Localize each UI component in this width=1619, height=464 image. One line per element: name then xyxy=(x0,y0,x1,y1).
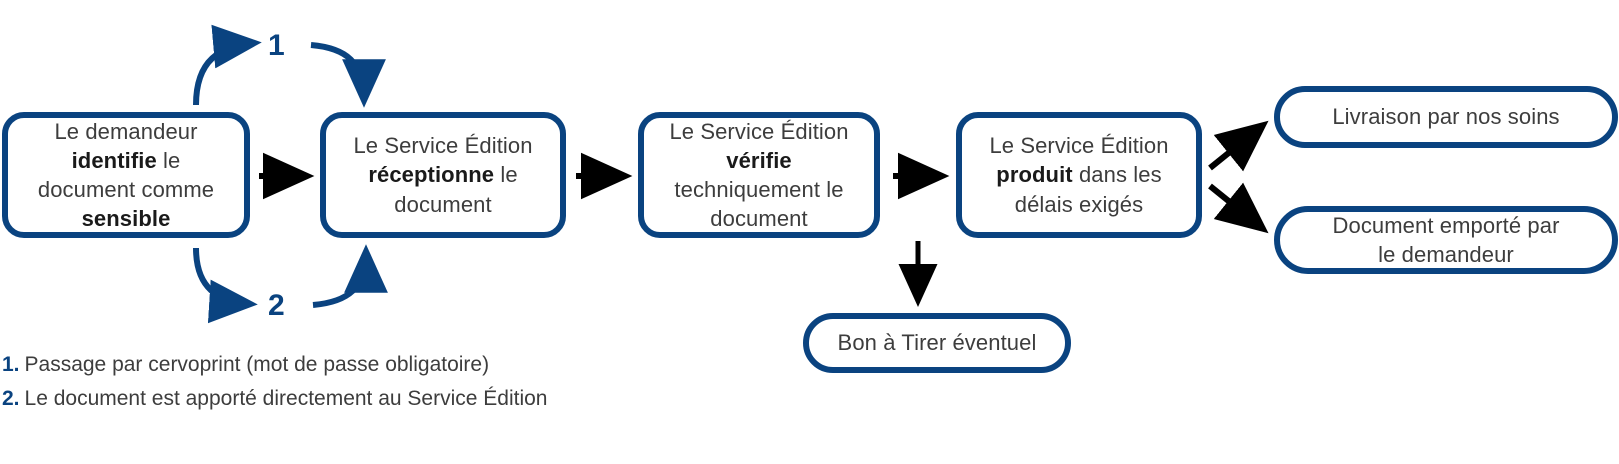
node-produit-line3: délais exigés xyxy=(1014,191,1144,217)
node-produit-line2-tail: dans les xyxy=(1072,162,1162,188)
node-bat-label: Bon à Tirer éventuel xyxy=(837,330,1037,356)
node-verifie-line3: document xyxy=(710,206,808,232)
footnote-2-marker: 2. xyxy=(2,387,20,411)
node-identifie-line2-tail: le xyxy=(156,147,181,173)
footnote-1: 1.Passage par cervoprint (mot de passe o… xyxy=(2,348,548,382)
node-service-edition-produit: Le Service Édition produit dans les déla… xyxy=(956,112,1202,238)
node-produit-bold1: produit xyxy=(996,162,1073,188)
node-identifie-line1: Le demandeur xyxy=(54,118,198,144)
node-receptionne-line2-tail: le xyxy=(494,162,518,188)
node-service-edition-receptionne: Le Service Édition réceptionne le docume… xyxy=(320,112,566,238)
footnote-1-text: Passage par cervoprint (mot de passe obl… xyxy=(24,353,490,376)
footnote-2: 2.Le document est apporté directement au… xyxy=(2,382,548,416)
loop-arc-1-out xyxy=(193,24,262,106)
node-identifie-bold2: sensible xyxy=(81,206,171,232)
node-identifie-bold1: identifie xyxy=(71,147,157,173)
loop-label-2: 2 xyxy=(268,289,285,322)
node-verifie-bold1: vérifie xyxy=(726,147,792,173)
node-identifie-line3: document comme xyxy=(37,177,215,202)
footnote-2-text: Le document est apporté directement au S… xyxy=(24,387,548,411)
footnotes: 1.Passage par cervoprint (mot de passe o… xyxy=(2,348,548,416)
node-receptionne-line1: Le Service Édition xyxy=(353,133,533,159)
node-emporte-line1: Document emporté par xyxy=(1332,212,1560,238)
loop-label-1: 1 xyxy=(268,29,285,62)
loop-arc-2-out xyxy=(193,247,258,324)
node-receptionne-line3: document xyxy=(394,191,492,217)
node-livraison-par-nos-soins: Livraison par nos soins xyxy=(1274,86,1618,148)
node-livraison-label: Livraison par nos soins xyxy=(1332,104,1560,130)
node-receptionne-bold1: réceptionne xyxy=(368,162,495,188)
node-service-edition-verifie: Le Service Édition vérifie techniquement… xyxy=(638,112,880,238)
node-verifie-line2: techniquement le xyxy=(674,177,844,202)
footnote-1-marker: 1. xyxy=(2,353,20,376)
arrow-to-document-emporte xyxy=(1208,182,1269,234)
loop-arc-1-in xyxy=(310,42,386,108)
loop-arc-2-in xyxy=(312,244,388,308)
node-demandeur-identifie: Le demandeur identifie le document comme… xyxy=(2,112,250,238)
arrow-to-livraison xyxy=(1208,120,1269,172)
node-emporte-line2: le demandeur xyxy=(1378,242,1514,267)
node-bon-a-tirer: Bon à Tirer éventuel xyxy=(803,313,1071,373)
node-verifie-line1: Le Service Édition xyxy=(669,118,849,144)
node-produit-line1: Le Service Édition xyxy=(989,133,1169,159)
node-document-emporte: Document emporté par le demandeur xyxy=(1274,206,1618,274)
